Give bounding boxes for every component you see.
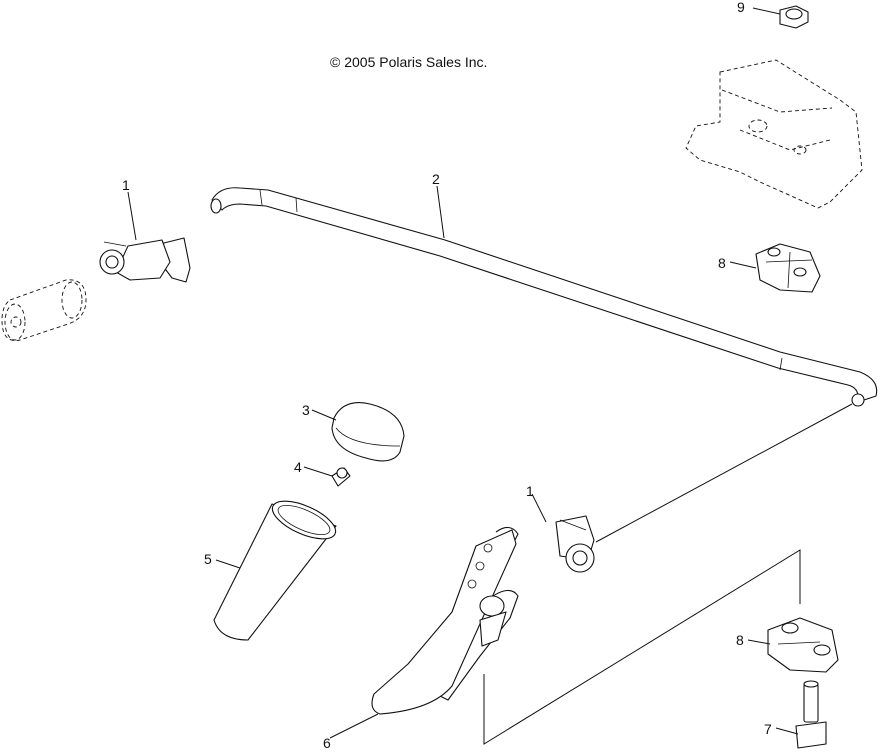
callout-7: 7	[764, 721, 772, 737]
leader-lines	[127, 7, 853, 745]
frame-bracket	[685, 59, 863, 209]
callout-labels: 9 1 2 8 3 4 5 1 8 7 6	[122, 0, 772, 751]
mount-block-upper	[755, 243, 821, 293]
bushing-clamp-upper	[99, 237, 191, 283]
callout-8-upper: 8	[718, 255, 726, 271]
nut	[779, 5, 809, 29]
callout-5: 5	[204, 551, 212, 567]
callout-6: 6	[323, 735, 331, 751]
callout-1-lower: 1	[526, 483, 534, 499]
callout-8-lower: 8	[736, 632, 744, 648]
screw	[331, 467, 351, 487]
mount-block-lower	[767, 617, 839, 673]
callout-2: 2	[432, 171, 440, 187]
bushing-clamp-lower	[555, 515, 595, 573]
lever-arm	[371, 526, 519, 715]
stabilizer-bar	[210, 187, 878, 407]
bolt	[795, 680, 827, 749]
callout-1-upper: 1	[122, 177, 130, 193]
callout-9: 9	[737, 0, 745, 15]
copyright-notice: © 2005 Polaris Sales Inc.	[330, 54, 488, 70]
grip-sleeve	[213, 500, 337, 641]
callout-4: 4	[294, 459, 302, 475]
cap	[331, 402, 405, 462]
hidden-sleeve	[1, 279, 87, 342]
callout-3: 3	[302, 402, 310, 418]
